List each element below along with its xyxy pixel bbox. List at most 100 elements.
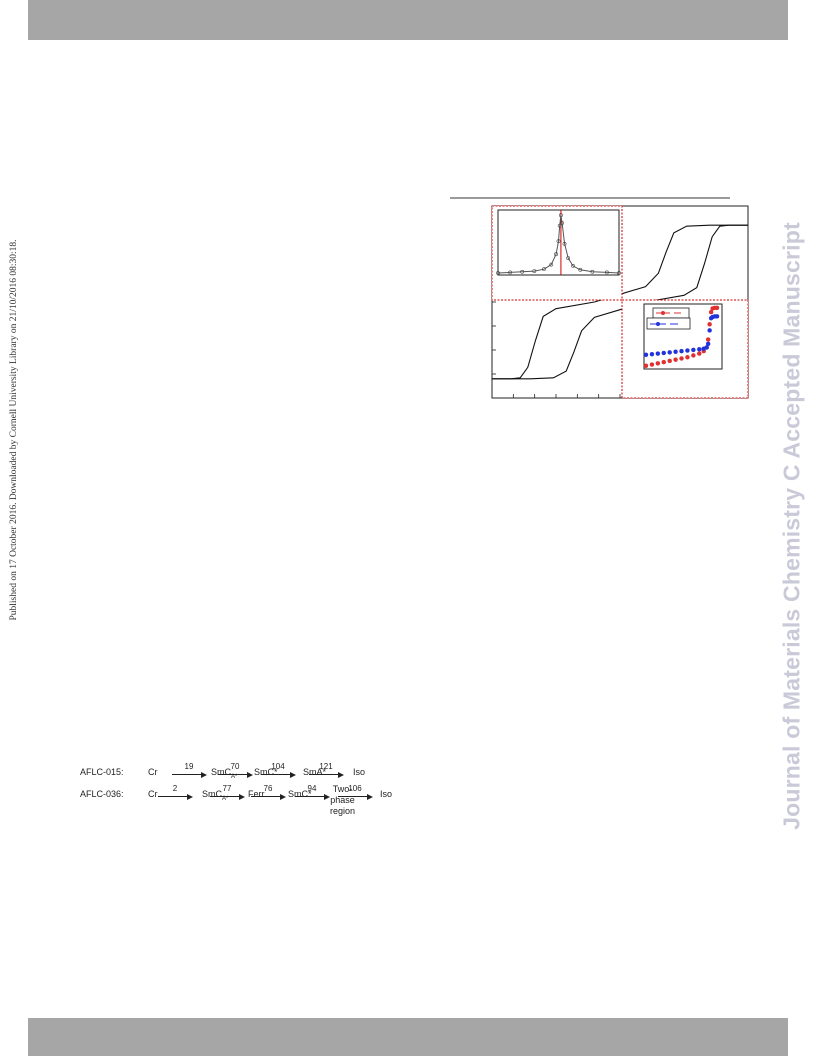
red-point bbox=[691, 353, 696, 358]
blue-point bbox=[707, 328, 712, 333]
phase-base: SmC bbox=[202, 789, 222, 799]
peak-fit-line bbox=[497, 215, 620, 274]
phase-name: SmCA* bbox=[211, 767, 237, 783]
arrow-line bbox=[172, 771, 207, 778]
phase-name: Iso bbox=[353, 767, 365, 778]
phase-base: Ferr bbox=[248, 789, 265, 799]
red-point bbox=[661, 359, 667, 365]
transition-arrow: 77 bbox=[210, 784, 245, 800]
transition-arrow: 94 bbox=[295, 784, 330, 800]
publication-note: Published on 17 October 2016. Downloaded… bbox=[9, 239, 19, 621]
red-point bbox=[679, 356, 684, 361]
transition-temperature: 2 bbox=[172, 784, 178, 793]
peak-point bbox=[566, 256, 571, 261]
red-point bbox=[673, 357, 678, 362]
phase-name-line: region bbox=[330, 806, 356, 816]
peak-point bbox=[532, 269, 537, 274]
legend-box bbox=[646, 317, 691, 330]
peak-point bbox=[549, 262, 554, 267]
phase-name-line: Two- bbox=[332, 784, 353, 794]
peak-point bbox=[556, 239, 561, 244]
phase-name: SmA* bbox=[303, 767, 326, 778]
arrow-line bbox=[158, 793, 193, 800]
blue-point bbox=[673, 349, 678, 354]
header-band bbox=[28, 0, 788, 40]
peak-point bbox=[496, 271, 500, 275]
peak-point bbox=[520, 269, 525, 274]
peak-point bbox=[562, 241, 567, 246]
transition-temperature: 121 bbox=[319, 762, 333, 771]
arrow-line bbox=[210, 793, 245, 800]
red-point bbox=[707, 322, 712, 327]
transition-arrow: 19 bbox=[172, 762, 207, 778]
phase-base: SmC bbox=[211, 767, 231, 777]
blue-point bbox=[691, 347, 696, 353]
arrow-line bbox=[295, 793, 330, 800]
transition-temperature: 19 bbox=[184, 762, 194, 771]
phase-base: SmC* bbox=[254, 767, 278, 777]
phase-base: Iso bbox=[353, 767, 366, 777]
arrow-line bbox=[218, 771, 253, 778]
transition-temperature: 76 bbox=[263, 784, 273, 793]
blue-point bbox=[679, 348, 684, 354]
phase-base: SmA* bbox=[303, 767, 327, 777]
transition-temperature: 94 bbox=[307, 784, 317, 793]
phase-start: Cr bbox=[148, 789, 158, 799]
peak-point bbox=[560, 221, 565, 225]
blue-point bbox=[649, 351, 655, 357]
blue-point bbox=[655, 351, 661, 356]
footer-band bbox=[28, 1018, 788, 1056]
legend-red-marker bbox=[661, 311, 665, 315]
phase-base: Iso bbox=[380, 789, 393, 799]
blue-point bbox=[704, 345, 709, 350]
phase-name: SmCA* bbox=[202, 789, 228, 805]
transition-temperature: 104 bbox=[271, 762, 285, 771]
blue-point bbox=[705, 341, 711, 347]
transition-arrow: 106 bbox=[338, 784, 373, 800]
phase-start: Cr bbox=[148, 767, 158, 777]
peak-point bbox=[542, 267, 546, 272]
red-point bbox=[643, 363, 649, 369]
phase-name: Ferr bbox=[248, 789, 265, 800]
peak-point bbox=[554, 252, 558, 257]
phase-name-line: phase bbox=[330, 795, 355, 805]
bottom-right-inset-content bbox=[643, 305, 720, 369]
red-point bbox=[697, 351, 702, 356]
red-point bbox=[708, 309, 714, 315]
red-point bbox=[705, 337, 711, 342]
phase-name: Iso bbox=[380, 789, 392, 800]
phase-name: SmC* bbox=[254, 767, 278, 778]
transition-temperature: 77 bbox=[222, 784, 232, 793]
peak-point bbox=[508, 270, 513, 275]
red-point bbox=[655, 361, 661, 366]
phase-name: SmC* bbox=[288, 789, 312, 800]
red-point bbox=[649, 362, 655, 367]
arrow-line bbox=[261, 771, 296, 778]
figure-chart bbox=[491, 205, 749, 399]
transition-arrow: 2 bbox=[158, 784, 193, 800]
phase-base: SmC* bbox=[288, 789, 312, 799]
arrow-line bbox=[251, 793, 286, 800]
blue-point bbox=[697, 347, 702, 352]
scheme-label: AFLC-036: bbox=[80, 789, 124, 799]
blue-point bbox=[661, 350, 667, 356]
accepted-manuscript-watermark: Journal of Materials Chemistry C Accepte… bbox=[778, 222, 805, 830]
red-point bbox=[685, 354, 690, 360]
top-left-inset-plot bbox=[497, 209, 620, 276]
arrow-line bbox=[309, 771, 344, 778]
legend-blue-marker bbox=[656, 322, 660, 326]
transition-arrow: 70 bbox=[218, 762, 253, 778]
red-point bbox=[714, 305, 720, 311]
red-point bbox=[667, 358, 672, 364]
peak-point bbox=[571, 264, 575, 268]
phase-subscript: A* bbox=[231, 773, 238, 780]
peak-point bbox=[559, 213, 563, 218]
blue-point bbox=[685, 348, 690, 353]
transition-arrow: 76 bbox=[251, 784, 286, 800]
figure bbox=[470, 200, 760, 415]
peak-point bbox=[617, 271, 621, 275]
transition-temperature: 70 bbox=[230, 762, 240, 771]
peak-point bbox=[590, 269, 595, 274]
arrow-line bbox=[338, 793, 373, 800]
